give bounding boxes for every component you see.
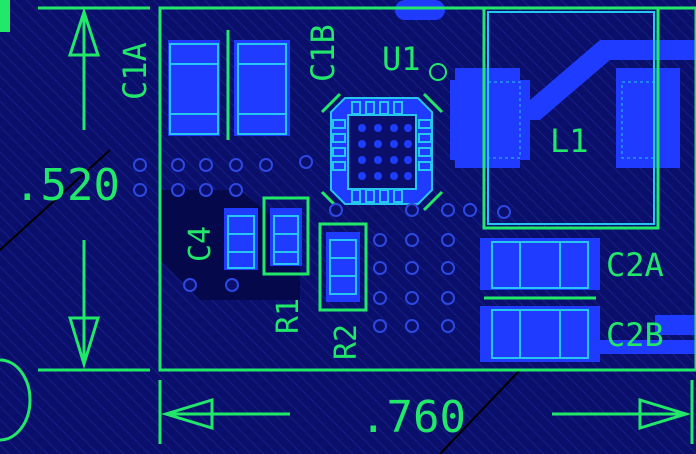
copper-region: [395, 0, 445, 20]
board-outline: [158, 6, 696, 372]
capacitor-c2a[interactable]: [480, 238, 600, 290]
height-dimension: .520: [14, 6, 150, 372]
capacitor-c4[interactable]: [224, 208, 258, 270]
corner-marker: [0, 0, 10, 32]
label-c2b: C2B: [606, 316, 664, 354]
label-c2a: C2A: [606, 246, 664, 284]
label-c1b: C1B: [304, 24, 342, 82]
width-dimension: .760: [158, 380, 694, 444]
label-r2: R2: [329, 324, 364, 360]
label-c1a: C1A: [116, 42, 154, 100]
copper-region: [655, 315, 696, 335]
label-c4: C4: [183, 226, 218, 262]
resistor-r1[interactable]: [262, 196, 310, 276]
pin1-marker: [429, 63, 447, 81]
label-u1: U1: [382, 40, 421, 78]
copper-region: [600, 340, 696, 354]
capacitor-c2b[interactable]: [480, 306, 600, 362]
label-l1: L1: [550, 122, 589, 160]
resistor-r2[interactable]: [318, 222, 368, 312]
capacitor-c1b[interactable]: [234, 40, 290, 136]
trace-gap: [0, 149, 111, 251]
label-r1: R1: [271, 298, 306, 334]
ic-u1[interactable]: [320, 92, 444, 212]
capacitor-c1a[interactable]: [168, 40, 220, 136]
width-dimension-label: .760: [360, 392, 466, 443]
via-array: [133, 155, 511, 333]
arc-marker: [0, 358, 32, 442]
height-dimension-label: .520: [14, 160, 120, 211]
inductor-l1[interactable]: [455, 6, 680, 230]
trace-gap: [439, 369, 521, 454]
